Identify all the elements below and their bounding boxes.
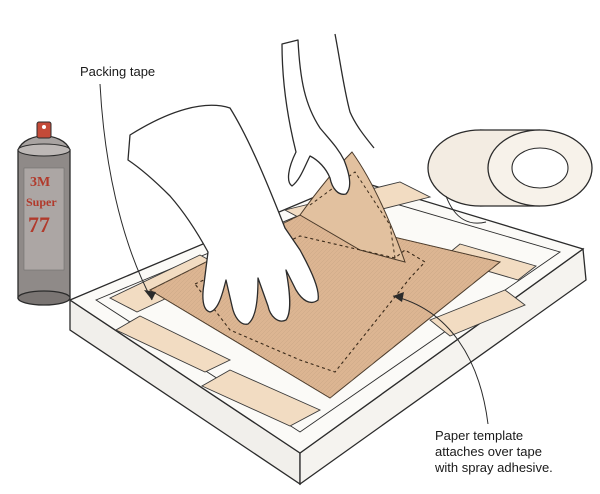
packing-tape-label: Packing tape — [80, 64, 156, 79]
tape-leader-arrow — [144, 290, 156, 300]
tape-strip-bottom-right — [429, 289, 526, 337]
leader-lines — [99, 83, 489, 425]
tape-leader — [99, 83, 153, 301]
can-line1: Super — [26, 195, 57, 209]
paper-template-label-line1: Paper template — [435, 428, 524, 443]
paper-template-label-line3: with spray adhesive. — [435, 460, 553, 475]
template-outline — [194, 235, 426, 373]
right-hand — [281, 39, 351, 195]
tape-strip-bottom-left — [115, 315, 232, 373]
template-leader-arrow — [393, 292, 404, 302]
can-line2: 77 — [28, 212, 50, 237]
tape-roll — [427, 129, 593, 224]
can-brand: 3M — [30, 175, 50, 190]
paper-template-label: Paper template attaches over tape with s… — [435, 428, 553, 476]
left-hand — [127, 104, 319, 325]
tape-strip-bottom — [201, 369, 322, 427]
template-leader — [392, 295, 489, 425]
hands — [127, 33, 375, 325]
spray-can: 3M Super 77 — [17, 121, 71, 306]
paper-template-label-line2: attaches over tape — [435, 444, 542, 459]
paper-lifted-corner — [299, 151, 406, 263]
